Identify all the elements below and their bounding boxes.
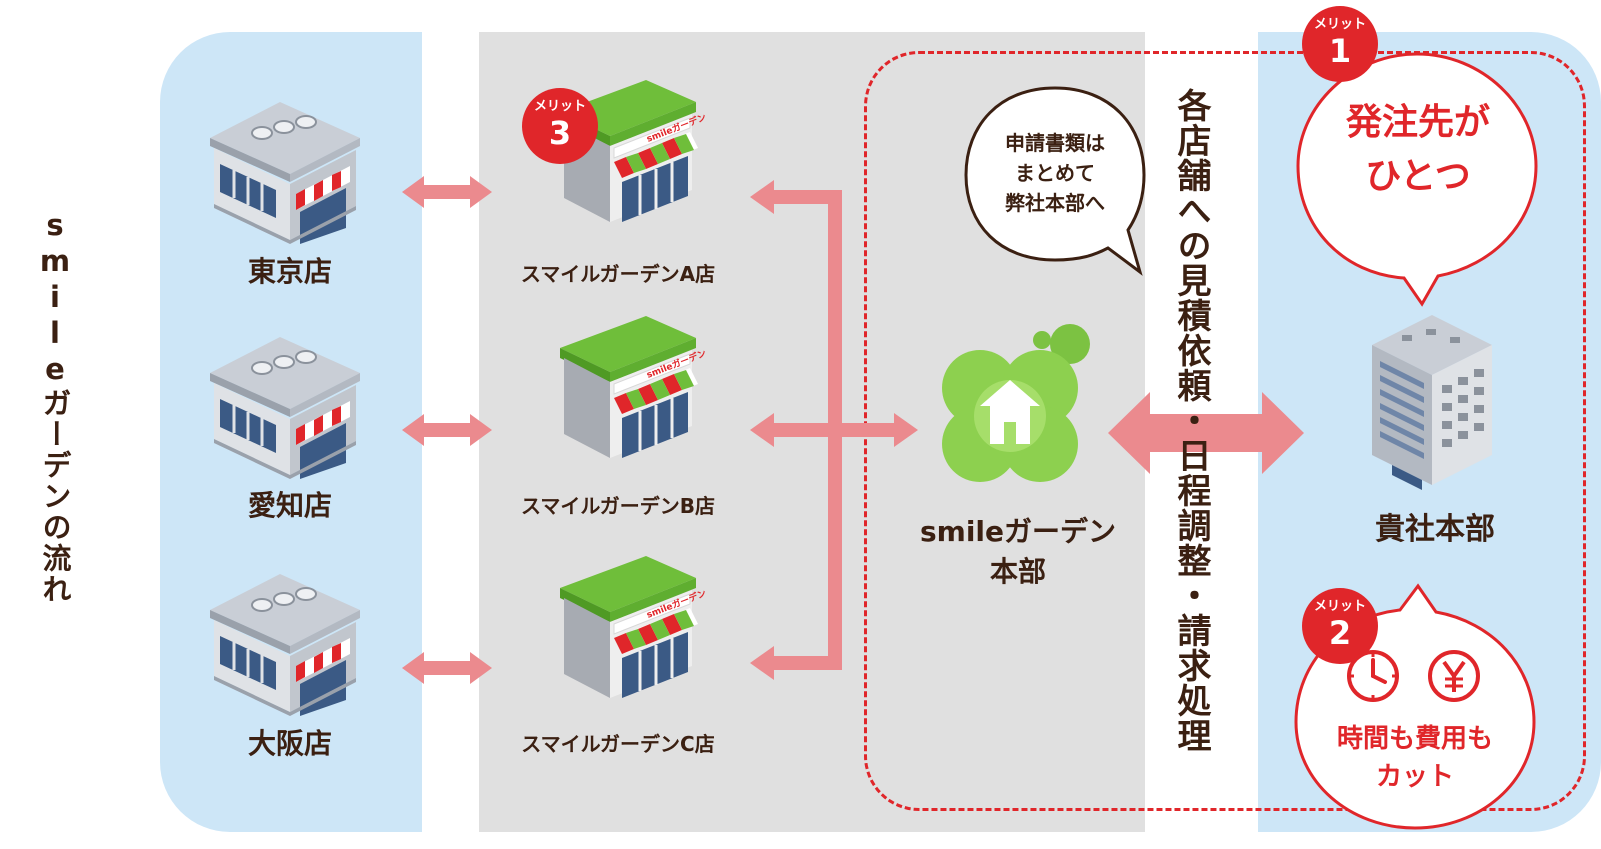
distribution-arrows	[750, 180, 918, 680]
clock-icon	[1347, 650, 1399, 702]
store-label-osaka: 大阪店	[247, 727, 332, 760]
clover-house-logo	[942, 324, 1090, 482]
store-label-sg-b: スマイルガーデンB店	[520, 494, 716, 518]
sg-store-a-icon: smileガーデン	[558, 78, 708, 224]
store-label-sg-a: スマイルガーデンA店	[520, 262, 716, 286]
yen-icon	[1428, 650, 1480, 702]
sg-hq-label: smileガーデン 本部	[888, 512, 1148, 592]
process-description: 各店舗への見積依頼・日程調整・請求処理	[1171, 88, 1211, 753]
merit-2-text: 時間も費用も カット	[1295, 720, 1535, 796]
double-arrow-icon	[402, 176, 492, 208]
merit-1-text: 発注先が ひとつ	[1308, 96, 1528, 204]
merit-1-bubble	[1296, 52, 1538, 307]
hq-bubble-line: 弊社本部へ	[1005, 191, 1105, 215]
sg-hq-label-line1: smileガーデン	[919, 515, 1117, 548]
aichi-store-icon	[208, 335, 362, 481]
merit-badge-number: 3	[548, 114, 572, 152]
merit-1-line: ひとつ	[1365, 156, 1471, 197]
double-arrow-icon	[402, 414, 492, 446]
store-label-tokyo: 東京店	[247, 255, 332, 288]
hq-bubble-text: 申請書類は まとめて 弊社本部へ	[975, 128, 1135, 218]
merit-1-badge: メリット 1	[1302, 6, 1378, 82]
tokyo-store-icon	[208, 100, 362, 246]
merit-badge-label: メリット	[533, 99, 586, 114]
client-hq-building-icon	[1372, 315, 1492, 490]
hq-speech-bubble	[964, 86, 1146, 276]
merit-2-line: 時間も費用も	[1336, 724, 1493, 754]
store-label-aichi: 愛知店	[247, 489, 332, 522]
client-hq-label: 貴社本部	[1375, 512, 1495, 547]
double-arrow-icon	[402, 652, 492, 684]
merit-badge-number: 2	[1328, 614, 1352, 652]
diagram-title: smileガーデンの流れ	[38, 208, 72, 605]
merit-badge-label: メリット	[1313, 599, 1366, 614]
merit-badge-label: メリット	[1313, 17, 1366, 32]
merit-1-line: 発注先が	[1345, 102, 1490, 143]
osaka-store-icon	[208, 572, 362, 718]
sg-store-b-icon: smileガーデン	[558, 314, 708, 460]
sg-store-c-icon: smileガーデン	[558, 554, 708, 700]
hq-bubble-line: まとめて	[1015, 161, 1095, 185]
sg-hq-label-line2: 本部	[989, 555, 1046, 588]
merit-badge-number: 1	[1328, 32, 1352, 70]
merit-3-badge: メリット 3	[522, 88, 598, 164]
merit-2-line: カット	[1375, 762, 1454, 792]
store-label-sg-c: スマイルガーデンC店	[521, 732, 715, 756]
hq-double-arrow	[1108, 392, 1304, 474]
hq-bubble-line: 申請書類は	[1005, 131, 1105, 155]
